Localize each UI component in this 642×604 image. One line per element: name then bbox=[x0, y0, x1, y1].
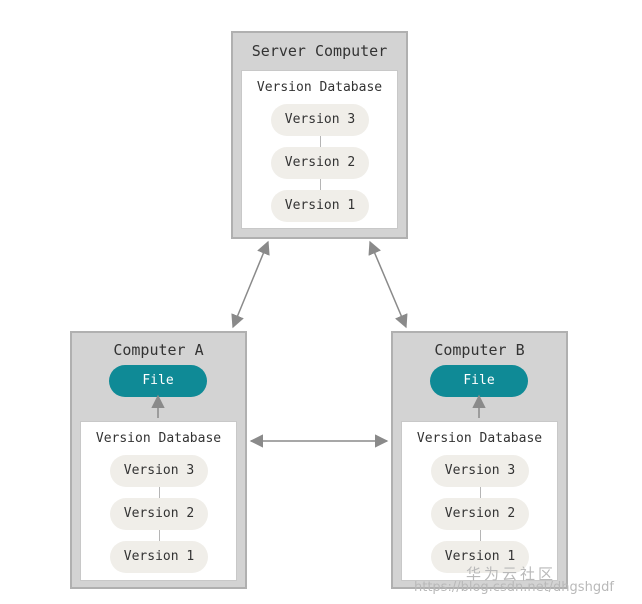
computer-a-link-2-1 bbox=[159, 530, 160, 541]
computer-a-version-database: Version Database Version 3 Version 2 Ver… bbox=[80, 421, 237, 581]
server-version-1: Version 1 bbox=[271, 190, 369, 222]
server-db-label: Version Database bbox=[256, 80, 383, 95]
computer-a-link-3-2 bbox=[159, 487, 160, 498]
server-link-2-1 bbox=[320, 179, 321, 190]
server-computer-box: Server Computer Version Database Version… bbox=[231, 31, 408, 239]
computer-a-box: Computer A File Version Database Version… bbox=[70, 331, 247, 589]
server-version-database: Version Database Version 3 Version 2 Ver… bbox=[241, 70, 398, 229]
computer-a-version-3: Version 3 bbox=[110, 455, 208, 487]
computer-a-version-2: Version 2 bbox=[110, 498, 208, 530]
arrow-server-to-computer-b bbox=[368, 240, 408, 329]
server-link-3-2 bbox=[320, 136, 321, 147]
computer-a-title: Computer A bbox=[113, 341, 204, 359]
computer-b-link-3-2 bbox=[480, 487, 481, 498]
watermark-url: https://blog.csdn.net/dhgshgdf bbox=[414, 580, 614, 595]
computer-a-file: File bbox=[109, 365, 207, 397]
watermark-brand: 华为云社区 bbox=[466, 565, 557, 583]
computer-b-version-1: Version 1 bbox=[431, 541, 529, 573]
computer-b-version-database: Version Database Version 3 Version 2 Ver… bbox=[401, 421, 558, 581]
computer-b-title: Computer B bbox=[434, 341, 525, 359]
computer-b-version-2: Version 2 bbox=[431, 498, 529, 530]
computer-b-db-label: Version Database bbox=[416, 431, 543, 446]
server-version-2: Version 2 bbox=[271, 147, 369, 179]
computer-b-version-3: Version 3 bbox=[431, 455, 529, 487]
computer-b-file: File bbox=[430, 365, 528, 397]
computer-b-box: Computer B File Version Database Version… bbox=[391, 331, 568, 589]
computer-b-link-2-1 bbox=[480, 530, 481, 541]
server-version-3: Version 3 bbox=[271, 104, 369, 136]
computer-a-db-label: Version Database bbox=[95, 431, 222, 446]
arrow-server-to-computer-a bbox=[231, 240, 270, 329]
server-computer-title: Server Computer bbox=[251, 42, 388, 60]
computer-a-version-1: Version 1 bbox=[110, 541, 208, 573]
